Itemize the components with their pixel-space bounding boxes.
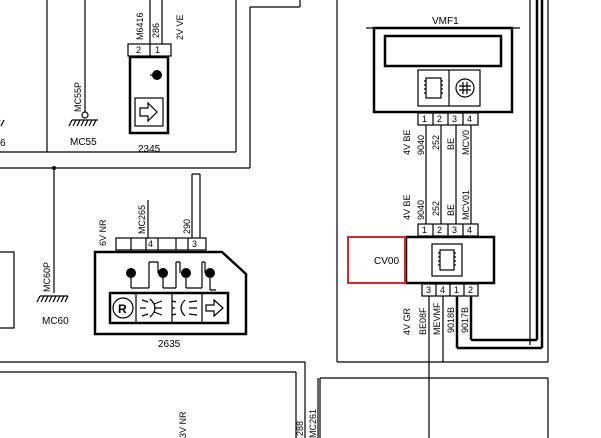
wire-label: 9040 <box>416 135 426 155</box>
wire-label: MEVMF <box>432 302 442 335</box>
lamp-icon <box>158 268 168 278</box>
component-2345: 2 1 2345 <box>127 43 172 155</box>
wire-label: 9018B <box>446 307 456 333</box>
component-title: VMF1 <box>432 16 459 27</box>
pin-label: 2 <box>437 114 442 124</box>
wire-label: 9017B <box>460 307 470 333</box>
pin-label: 1 <box>454 285 459 295</box>
pin-label: 4 <box>148 239 153 249</box>
connector-label: 4V BE <box>402 194 412 220</box>
arrow-icon <box>134 97 164 127</box>
pin-label: 3 <box>426 285 431 295</box>
side-light-icon <box>171 299 198 317</box>
wire-label: 252 <box>431 135 441 150</box>
component-label: 2345 <box>138 144 161 155</box>
lamp-icon <box>126 268 136 278</box>
pin-label: 1 <box>422 225 427 235</box>
lamp-icon <box>205 268 215 278</box>
connector-label: 6V NR <box>98 219 108 246</box>
lights-icon <box>140 298 163 318</box>
connector-label: 3V NR <box>178 411 188 438</box>
highlight-box <box>347 236 406 284</box>
wire-label: MC265 <box>137 205 147 234</box>
pin-label: 2 <box>437 225 442 235</box>
rear-fog-glyph: R <box>118 302 127 316</box>
bottom-wires <box>428 0 544 438</box>
wire-label: 286 <box>151 23 161 38</box>
pin-label: 3 <box>452 225 457 235</box>
wire-label: M6416 <box>135 12 145 40</box>
edge-label: 6 <box>0 138 6 149</box>
lamp-icon <box>152 70 162 80</box>
wire-label: BE <box>446 138 456 150</box>
wire-label: 252 <box>431 201 441 216</box>
connector-label: 4V GR <box>402 307 412 335</box>
ground-mc60: MC60P MC60 <box>36 166 69 327</box>
wire-label: MCV01 <box>461 190 471 220</box>
arrow-icon <box>205 298 224 318</box>
pin-label: 3 <box>192 239 197 249</box>
pin-label: 2 <box>468 285 473 295</box>
gauge-icon <box>455 78 475 98</box>
wire-label: BE08F <box>418 307 428 335</box>
pin-label: 4 <box>440 285 445 295</box>
module-frame <box>336 0 549 363</box>
ground-pin-label: MC55P <box>73 82 83 112</box>
component-2635: 6V NR MC265 290 4 3 R <box>93 173 248 350</box>
wire-label: BE <box>446 204 456 216</box>
bottom-frame <box>0 361 549 438</box>
pin-label: 1 <box>155 45 160 55</box>
ground-pin-label: MC60P <box>42 262 52 292</box>
component-vmf1: VMF1 1 2 3 4 <box>366 16 520 126</box>
partial-component <box>0 251 15 329</box>
pin-label: 4 <box>467 114 472 124</box>
link-wires <box>425 125 472 224</box>
ground-mc55: MC55P MC55 <box>68 82 98 148</box>
ground-label: MC60 <box>42 316 69 327</box>
wire-label: MCV0 <box>461 130 471 155</box>
wire-label: 290 <box>182 219 192 234</box>
wire-label: 288 <box>295 421 305 436</box>
ic-chip-icon <box>439 249 455 271</box>
wire-label: MC261 <box>308 409 318 438</box>
component-label: CV00 <box>374 256 399 267</box>
ground-label: MC55 <box>70 137 97 148</box>
ic-chip-icon <box>425 77 442 99</box>
pin-label: 3 <box>452 114 457 124</box>
wire-label: 9040 <box>416 200 426 220</box>
rear-fog-icon <box>112 297 134 319</box>
component-label: 2635 <box>158 339 181 350</box>
pin-label: 1 <box>422 114 427 124</box>
connector-label: 4V BE <box>402 129 412 155</box>
lamp-icon <box>181 268 191 278</box>
top-wiring <box>0 0 301 169</box>
connector-label: 2V VE <box>175 14 185 40</box>
pin-label: 4 <box>467 225 472 235</box>
pin-label: 2 <box>136 45 141 55</box>
component-cv00: 1 2 3 4 CV00 3 4 1 2 <box>347 223 496 297</box>
